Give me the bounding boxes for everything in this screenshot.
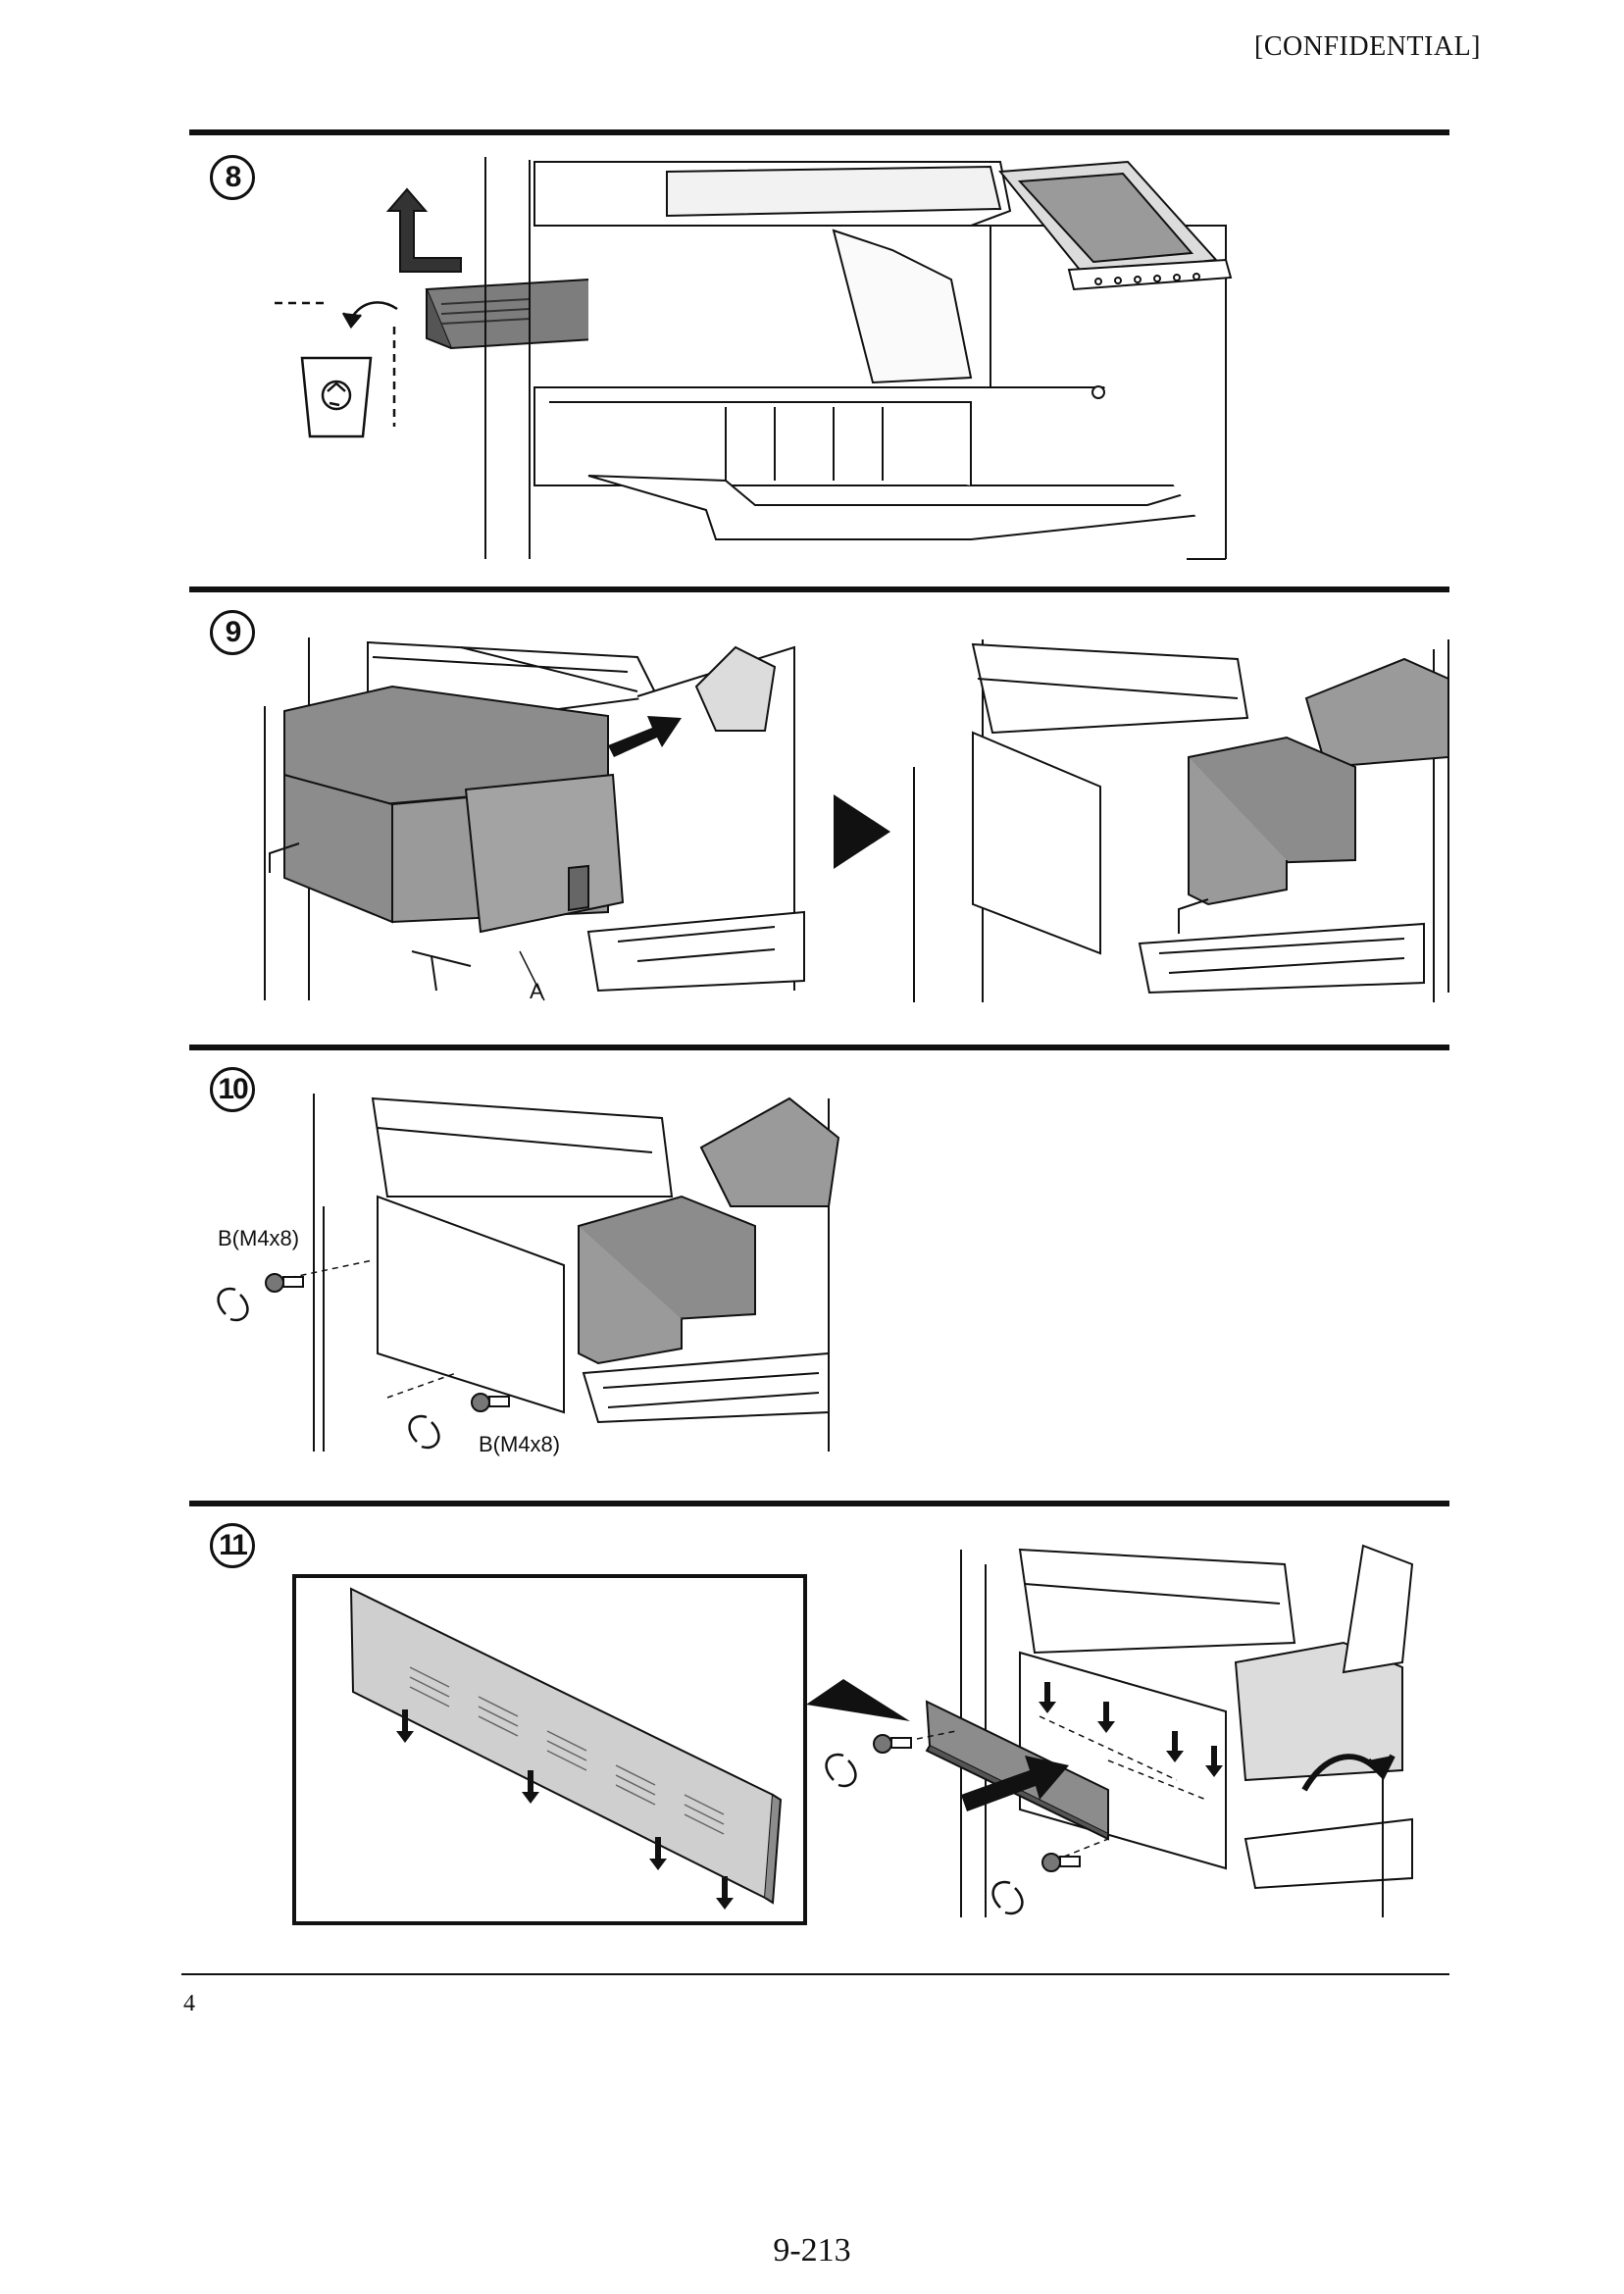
footer-rule xyxy=(181,1973,1449,1975)
fuser-unit xyxy=(577,1195,756,1365)
step-number: 8 xyxy=(210,155,255,200)
step-number: 9 xyxy=(210,610,255,655)
step-9-after-illustration xyxy=(913,639,1449,1002)
push-arrow-icon xyxy=(608,716,682,757)
fuser-unit xyxy=(1178,736,1356,934)
control-panel xyxy=(1304,657,1449,769)
step-8-illustration xyxy=(275,157,1233,560)
down-arrow-icon xyxy=(1039,1682,1223,1777)
screw-label-bottom: B(M4x8) xyxy=(479,1432,561,1456)
flip-arrow-icon xyxy=(1301,1754,1396,1792)
play-triangle-icon xyxy=(834,794,890,869)
screw xyxy=(873,1734,1081,1872)
step-11-main-illustration xyxy=(825,1544,1414,1917)
screw-path xyxy=(916,1715,1207,1858)
screw-label-top: B(M4x8) xyxy=(218,1226,300,1250)
step-number: 10 xyxy=(210,1067,255,1112)
fuser-unit xyxy=(1234,1544,1414,1782)
machine-body xyxy=(913,639,1449,1002)
screw-rotate-icon xyxy=(825,1753,1024,1915)
machine-body xyxy=(484,157,1227,560)
section-page-number: 9-213 xyxy=(773,2232,851,2269)
step-number: 11 xyxy=(210,1523,255,1568)
callout-a: A xyxy=(530,979,544,1003)
rear-cover-panel xyxy=(349,1587,783,1905)
control-panel xyxy=(694,645,777,732)
step-divider xyxy=(189,1045,1449,1050)
control-panel xyxy=(699,1096,840,1207)
step-divider xyxy=(189,1501,1449,1506)
fuser-unit xyxy=(269,685,625,992)
screw-rotate-icon xyxy=(217,1287,440,1450)
confidential-label: [CONFIDENTIAL] xyxy=(1254,31,1481,62)
down-arrow-icon xyxy=(396,1709,734,1910)
push-arrow-icon xyxy=(961,1756,1069,1811)
step-11-detail-illustration xyxy=(292,1574,807,1925)
discard-arrow-icon xyxy=(275,301,398,427)
page-number: 4 xyxy=(183,1991,195,2016)
step-9-before-illustration xyxy=(264,637,805,1001)
step-divider xyxy=(189,586,1449,592)
recycle-bin-icon xyxy=(300,356,373,438)
zoom-pointer xyxy=(806,1679,910,1721)
control-panel xyxy=(998,160,1233,291)
machine-body xyxy=(313,1094,830,1452)
screw xyxy=(265,1273,510,1412)
step-divider xyxy=(189,129,1449,135)
step-10-illustration xyxy=(217,1094,840,1452)
callout-leader xyxy=(519,950,545,1001)
lift-arrow-icon xyxy=(385,187,462,273)
